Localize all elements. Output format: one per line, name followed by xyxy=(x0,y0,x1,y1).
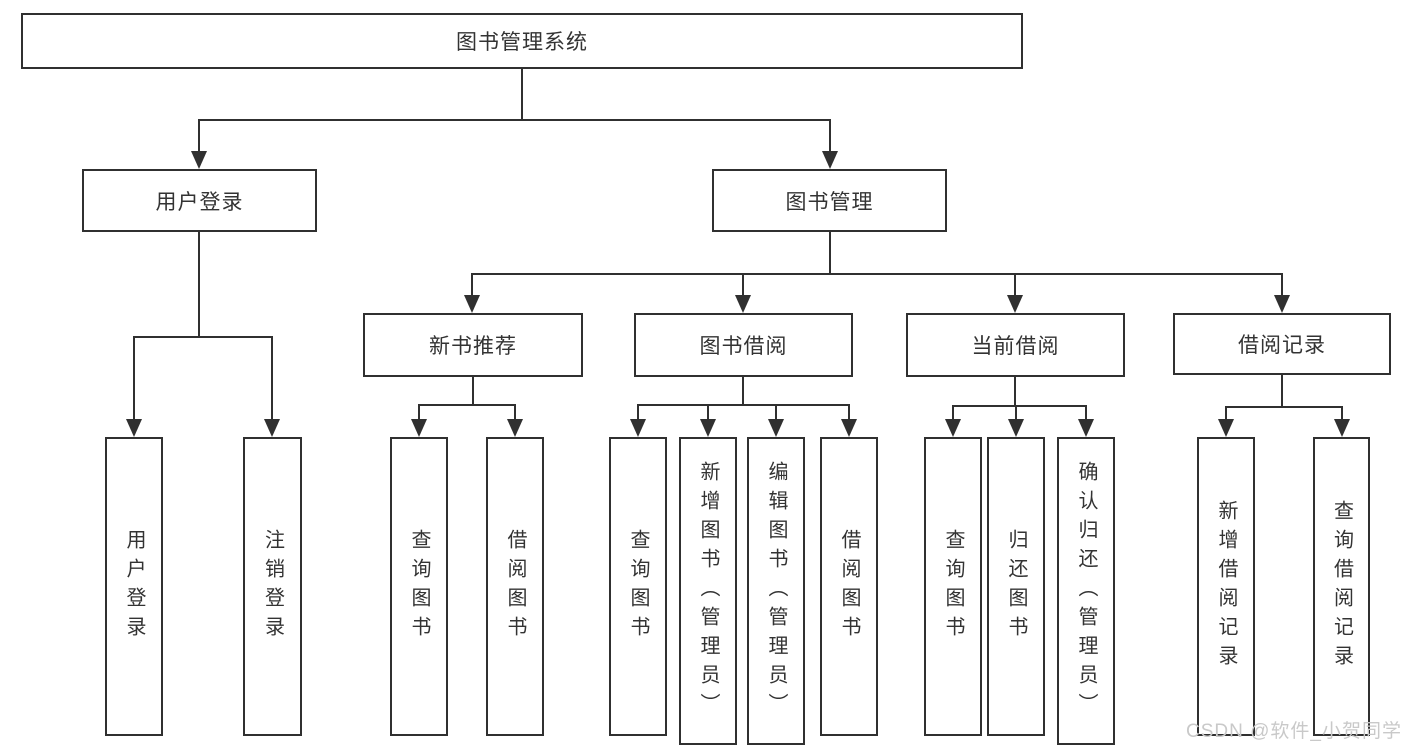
arrowhead xyxy=(264,419,280,437)
edge-to-leaf xyxy=(775,404,777,421)
leaf-logout-label: 注销登录 xyxy=(261,528,284,645)
leaf-query-book-current: 查询图书 xyxy=(924,437,982,736)
csdn-watermark: CSDN @软件_小贺同学 xyxy=(1186,721,1402,742)
arrowhead xyxy=(126,419,142,437)
edge-to-leaf xyxy=(707,404,709,421)
arrowhead xyxy=(411,419,427,437)
edge-to-book-management xyxy=(829,119,831,153)
edge-to-user-login xyxy=(198,119,200,153)
edge-to-leaf xyxy=(418,404,420,421)
arrowhead xyxy=(735,295,751,313)
leaf-query-borrow-record: 查询借阅记录 xyxy=(1313,437,1370,736)
node-book-management: 图书管理 xyxy=(712,169,947,232)
edge-user-login-branch xyxy=(133,336,273,338)
edge-book-management-branch xyxy=(471,273,1283,275)
edge-to-leaf xyxy=(1085,405,1087,421)
leaf-add-borrow-record-label: 新增借阅记录 xyxy=(1215,499,1237,674)
leaf-query-book-borrow-label: 查询图书 xyxy=(627,528,649,645)
leaf-borrow-book: 借阅图书 xyxy=(820,437,878,736)
leaf-return-book-label: 归还图书 xyxy=(1005,528,1027,645)
leaf-user-login: 用户登录 xyxy=(105,437,163,736)
node-book-management-label: 图书管理 xyxy=(785,190,874,214)
node-user-login-label: 用户登录 xyxy=(155,190,244,214)
edge-to-leaf-user-login xyxy=(133,336,135,421)
arrowhead xyxy=(841,419,857,437)
leaf-return-book: 归还图书 xyxy=(987,437,1045,736)
edge-to-leaf xyxy=(514,404,516,421)
edge-to-leaf xyxy=(1225,406,1227,421)
leaf-edit-book-admin: 编辑图书（管理员） xyxy=(747,437,805,745)
leaf-confirm-return-admin-label: 确认归还（管理员） xyxy=(1075,460,1097,722)
edge-borrow-records-stem xyxy=(1281,375,1283,408)
node-borrow-records: 借阅记录 xyxy=(1173,313,1391,375)
leaf-query-borrow-record-label: 查询借阅记录 xyxy=(1330,499,1353,674)
edge-to-borrow-records xyxy=(1281,273,1283,299)
arrowhead xyxy=(1218,419,1234,437)
leaf-add-book-admin: 新增图书（管理员） xyxy=(679,437,737,745)
edge-current-borrow-branch xyxy=(952,405,1087,407)
edge-to-current-borrow xyxy=(1014,273,1016,299)
leaf-query-book-current-label: 查询图书 xyxy=(942,528,964,645)
edge-book-borrow-stem xyxy=(742,377,744,406)
arrowhead xyxy=(630,419,646,437)
leaf-confirm-return-admin: 确认归还（管理员） xyxy=(1057,437,1115,745)
edge-new-book-branch xyxy=(418,404,516,406)
leaf-query-book-recommend: 查询图书 xyxy=(390,437,448,736)
node-user-login: 用户登录 xyxy=(82,169,317,232)
node-book-borrow: 图书借阅 xyxy=(634,313,853,377)
leaf-borrow-book-label: 借阅图书 xyxy=(838,528,860,645)
node-new-book-recommend: 新书推荐 xyxy=(363,313,583,377)
edge-borrow-records-branch xyxy=(1225,406,1343,408)
leaf-add-book-admin-label: 新增图书（管理员） xyxy=(697,460,719,722)
arrowhead xyxy=(1008,419,1024,437)
edge-to-leaf-logout xyxy=(271,336,273,421)
node-borrow-records-label: 借阅记录 xyxy=(1238,334,1326,357)
arrowhead xyxy=(945,419,961,437)
edge-user-login-stem xyxy=(198,232,200,338)
arrowhead xyxy=(768,419,784,437)
edge-to-leaf xyxy=(637,404,639,421)
arrowhead xyxy=(191,151,207,169)
node-book-borrow-label: 图书借阅 xyxy=(699,335,788,358)
edge-book-management-stem xyxy=(829,232,831,275)
node-root-label: 图书管理系统 xyxy=(456,31,588,54)
edge-new-book-stem xyxy=(472,377,474,406)
leaf-query-book-recommend-label: 查询图书 xyxy=(408,528,430,645)
node-current-borrow: 当前借阅 xyxy=(906,313,1125,377)
arrowhead xyxy=(1078,419,1094,437)
node-new-book-recommend-label: 新书推荐 xyxy=(429,335,517,358)
edge-to-new-book xyxy=(471,273,473,299)
node-root: 图书管理系统 xyxy=(21,13,1023,69)
leaf-user-login-label: 用户登录 xyxy=(123,528,145,645)
leaf-edit-book-admin-label: 编辑图书（管理员） xyxy=(765,460,787,722)
edge-current-borrow-stem xyxy=(1014,377,1016,407)
arrowhead xyxy=(700,419,716,437)
edge-book-borrow-branch xyxy=(637,404,850,406)
edge-to-book-borrow xyxy=(742,273,744,299)
leaf-query-book-borrow: 查询图书 xyxy=(609,437,667,736)
leaf-borrow-book-recommend-label: 借阅图书 xyxy=(504,528,526,645)
arrowhead xyxy=(1007,295,1023,313)
arrowhead xyxy=(1334,419,1350,437)
edge-root-stem xyxy=(521,69,523,121)
arrowhead xyxy=(1274,295,1290,313)
arrowhead xyxy=(822,151,838,169)
leaf-add-borrow-record: 新增借阅记录 xyxy=(1197,437,1255,736)
edge-to-leaf xyxy=(848,404,850,421)
edge-to-leaf xyxy=(952,405,954,421)
edge-root-branch xyxy=(198,119,831,121)
arrowhead xyxy=(464,295,480,313)
leaf-borrow-book-recommend: 借阅图书 xyxy=(486,437,544,736)
edge-to-leaf xyxy=(1015,405,1017,421)
arrowhead xyxy=(507,419,523,437)
node-current-borrow-label: 当前借阅 xyxy=(971,335,1060,358)
edge-to-leaf xyxy=(1341,406,1343,421)
leaf-logout: 注销登录 xyxy=(243,437,302,736)
